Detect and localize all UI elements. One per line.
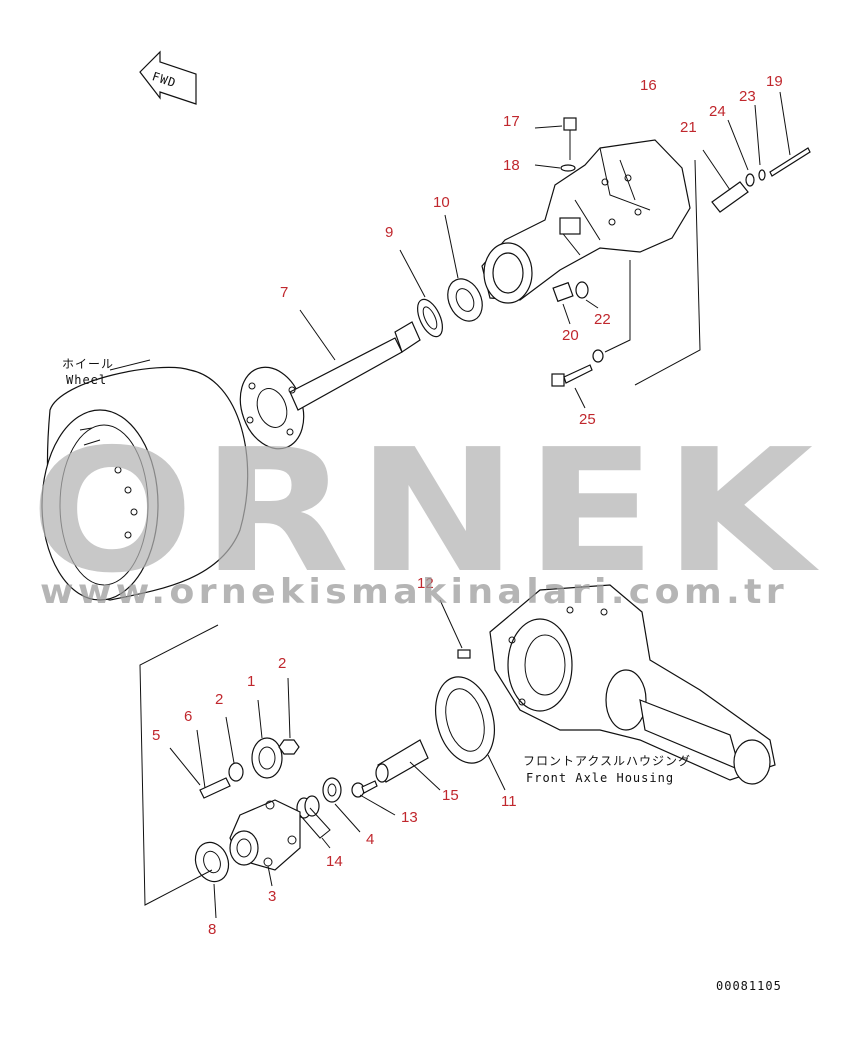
housing-label-jp: フロントアクスルハウジング — [523, 754, 691, 768]
rod-19 — [769, 91, 811, 177]
washer-4 — [322, 777, 361, 833]
wheel — [41, 359, 249, 601]
pin-6 — [196, 729, 231, 799]
part-number-5: 5 — [152, 727, 160, 744]
shims-14 — [296, 795, 331, 849]
part-number-4: 4 — [366, 831, 374, 848]
part-number-14: 14 — [326, 853, 343, 870]
part-number-21: 21 — [680, 119, 697, 136]
part-number-16: 16 — [640, 77, 657, 94]
part-number-19: 19 — [766, 73, 783, 90]
plug-24 — [727, 119, 755, 187]
part-number-25: 25 — [579, 411, 596, 428]
axle-housing-lower — [489, 584, 776, 785]
part-number-24: 24 — [709, 103, 726, 120]
carrier-3 — [229, 799, 301, 887]
part-number-20: 20 — [562, 327, 579, 344]
sun-gear-15 — [375, 739, 441, 791]
bearing-10 — [444, 214, 483, 322]
pin-12 — [439, 599, 471, 659]
part-number-11: 11 — [501, 793, 517, 810]
axle-housing-upper — [481, 139, 691, 304]
part-number-10: 10 — [433, 194, 450, 211]
ring-23 — [754, 104, 766, 181]
seal-8 — [194, 841, 230, 919]
part-number-9: 9 — [385, 224, 393, 241]
ring-gear-11 — [435, 676, 506, 791]
housing-label-en: Front Axle Housing — [526, 771, 674, 785]
part-number-3: 3 — [268, 888, 276, 905]
part-number-22: 22 — [594, 311, 611, 328]
wheel-label-en: Wheel — [66, 373, 107, 387]
part-number-2b: 2 — [215, 691, 223, 708]
part-numbers: 16 17 18 19 21 23 24 10 9 7 20 22 25 12 … — [152, 73, 783, 938]
leader-5 — [169, 747, 201, 786]
watermark-url: www.ornekismakinalari.com.tr — [40, 572, 788, 612]
watermark: ORNEK www.ornekismakinalari.com.tr — [30, 413, 820, 612]
fwd-arrow: FWD — [139, 50, 197, 105]
part-number-18: 18 — [503, 157, 520, 174]
bolt-13 — [351, 780, 396, 816]
part-number-17: 17 — [503, 113, 520, 130]
bolt-25 — [551, 260, 631, 409]
breather-21 — [702, 149, 749, 213]
part-number-7: 7 — [280, 284, 288, 301]
axle-shaft-7 — [239, 309, 421, 450]
part-number-15: 15 — [442, 787, 459, 804]
washer-2-left — [225, 716, 244, 782]
nut-20 — [552, 281, 574, 325]
washer-22 — [575, 281, 599, 309]
planet-gear-1 — [251, 699, 283, 779]
part-number-13: 13 — [401, 809, 418, 826]
part-number-23: 23 — [739, 88, 756, 105]
part-number-12: 12 — [417, 575, 434, 592]
watermark-text: ORNEK — [30, 413, 820, 611]
washer-2-right — [278, 677, 300, 755]
part-number-6: 6 — [184, 708, 192, 725]
part-number-1: 1 — [247, 673, 255, 690]
leader-group-left — [139, 624, 219, 906]
seal-9 — [399, 249, 443, 338]
bolt-17 — [534, 117, 577, 160]
drawing-code: 00081105 — [716, 979, 782, 993]
part-number-2a: 2 — [278, 655, 286, 672]
part-number-8: 8 — [208, 921, 216, 938]
wheel-label-jp: ホイール — [62, 357, 114, 371]
washer-18 — [534, 164, 576, 172]
leader-group-right — [634, 159, 701, 386]
